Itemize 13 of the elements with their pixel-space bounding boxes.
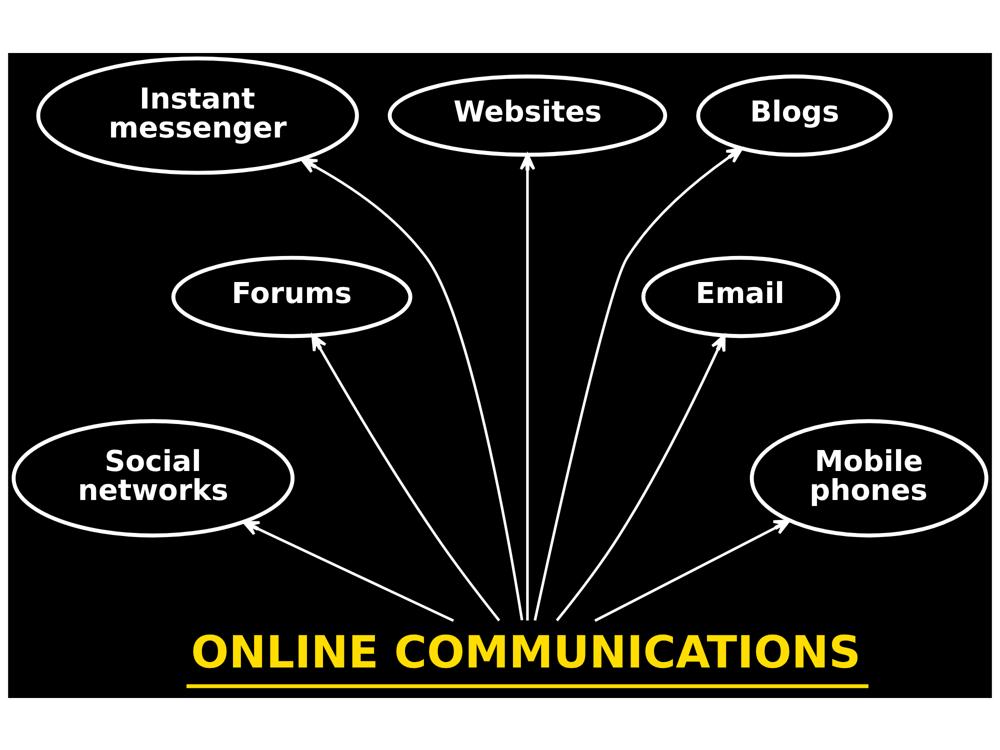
node-ellipse: Forums <box>171 255 412 338</box>
node-ellipse: Blogs <box>696 74 893 156</box>
arrow <box>242 520 454 622</box>
arrow <box>534 146 744 620</box>
node-ellipse: Mobile phones <box>750 418 988 537</box>
arrow <box>520 152 536 620</box>
arrow <box>556 334 726 621</box>
node-ellipse: Websites <box>388 74 668 156</box>
arrow <box>300 158 524 620</box>
node-ellipse: Email <box>641 255 840 338</box>
node-text: ONLINE COMMUNICATIONS <box>191 627 861 678</box>
arrow <box>311 333 500 621</box>
arrow <box>594 518 790 622</box>
